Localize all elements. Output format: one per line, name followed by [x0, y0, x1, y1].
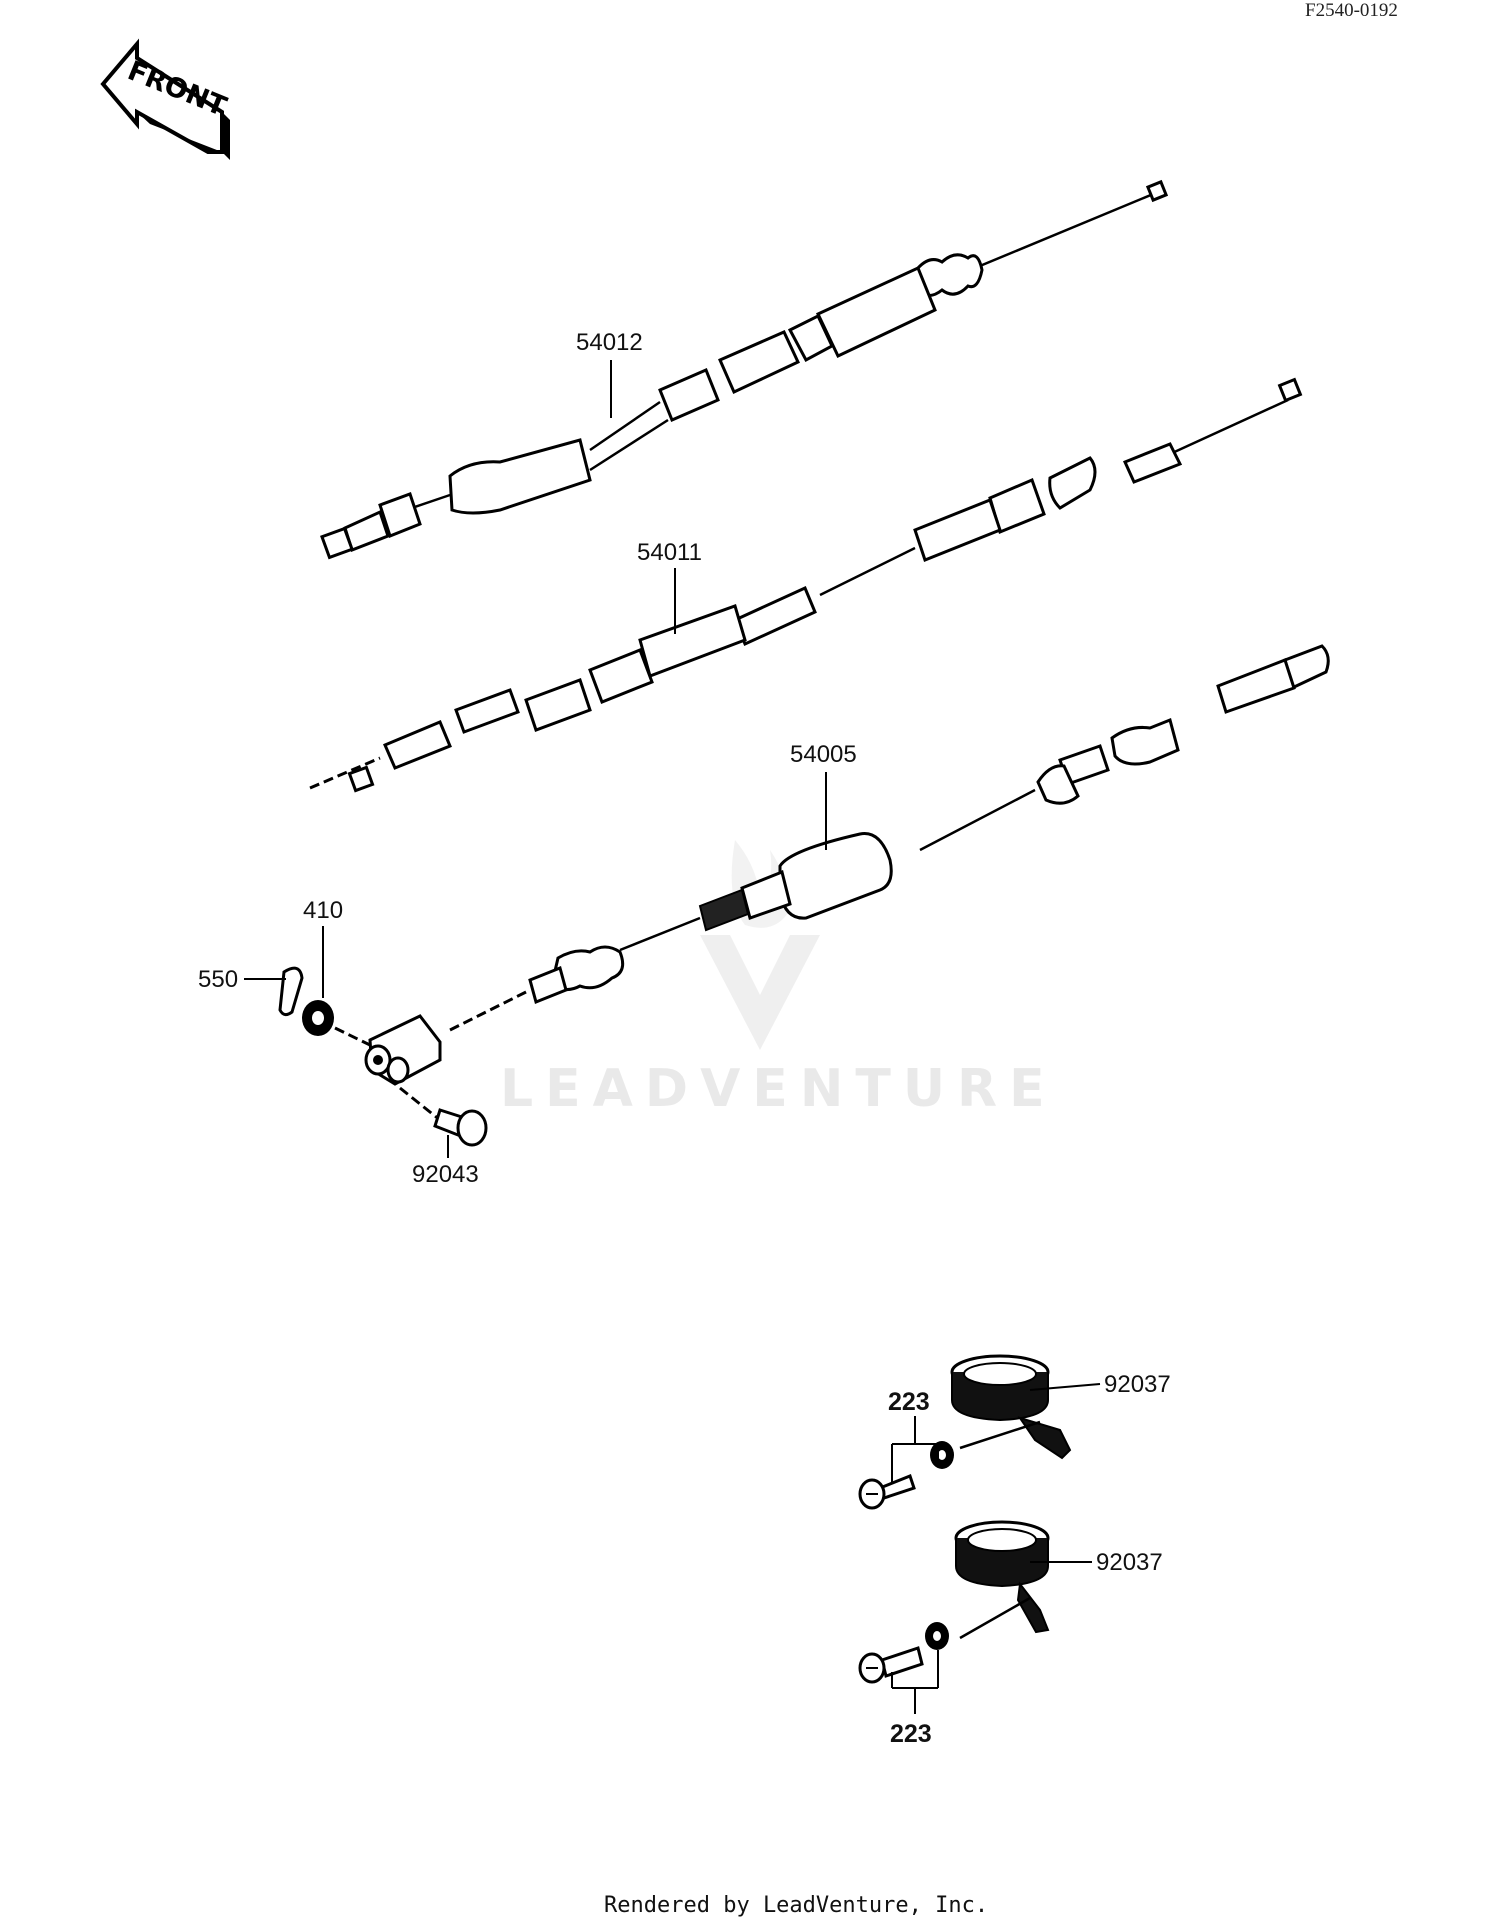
callout-223-bottom: 223 [890, 1720, 932, 1748]
watermark-text: LEADVENTURE [500, 1059, 1057, 1119]
washer-410[interactable] [302, 1000, 334, 1036]
cable-54011[interactable] [309, 377, 1303, 793]
callout-54011: 54011 [637, 539, 702, 566]
spring-bracket-92037-top[interactable] [950, 1354, 1072, 1460]
callout-223-top: 223 [888, 1388, 930, 1416]
cable-54005[interactable] [449, 644, 1330, 1032]
callout-54005: 54005 [790, 741, 857, 768]
screw-washer-223-top[interactable] [858, 1441, 954, 1510]
cotter-pin-550[interactable] [278, 966, 304, 1017]
cable-54012[interactable] [320, 179, 1169, 560]
callout-92043: 92043 [412, 1161, 479, 1188]
pin-92043[interactable] [334, 1026, 488, 1147]
callout-550: 550 [198, 966, 238, 993]
leader-92037-top [1029, 1383, 1101, 1391]
diagram-code: F2540-0192 [1305, 0, 1398, 21]
callout-54012: 54012 [576, 329, 643, 356]
clevis-part[interactable] [364, 1014, 442, 1086]
watermark-logo: LEADVENTURE [500, 840, 1057, 1119]
bracket-223-bottom [891, 1650, 939, 1714]
screw-washer-223-bottom[interactable] [858, 1622, 949, 1684]
callout-92037-bottom: 92037 [1096, 1549, 1163, 1576]
bracket-223-top [891, 1416, 939, 1484]
spring-bracket-92037-bottom[interactable] [954, 1520, 1050, 1640]
callout-92037-top: 92037 [1104, 1371, 1171, 1398]
footer-credit: Rendered by LeadVenture, Inc. [604, 1893, 988, 1918]
front-arrow-icon: FRONT [100, 38, 231, 160]
callout-410: 410 [303, 897, 343, 924]
